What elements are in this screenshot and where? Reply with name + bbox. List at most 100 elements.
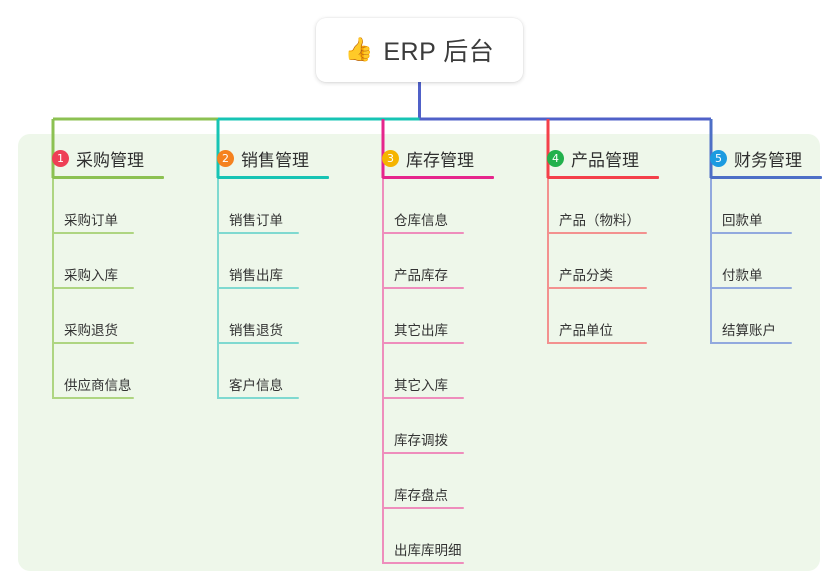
branch-underline-4 xyxy=(547,176,659,179)
list-item[interactable]: 回款单 xyxy=(692,179,822,234)
branch-spine-1 xyxy=(52,179,54,399)
list-item-label: 采购订单 xyxy=(64,213,118,228)
branch-column-3: 3 库存管理仓库信息产品库存其它出库其它入库库存调拨库存盘点出库库明细 xyxy=(364,146,524,564)
list-item[interactable]: 出库库明细 xyxy=(364,509,524,564)
branch-item-list-5: 回款单付款单结算账户 xyxy=(692,179,822,344)
branch-badge-2: 2 xyxy=(217,149,234,167)
branch-header-3[interactable]: 3 库存管理 xyxy=(364,146,524,170)
branch-underline-5 xyxy=(710,176,822,179)
list-item-label: 供应商信息 xyxy=(64,378,132,393)
list-item-underline xyxy=(382,397,464,399)
branch-title-4: 产品管理 xyxy=(571,150,639,170)
thumbs-up-icon: 👍 xyxy=(344,36,374,63)
list-item-label: 回款单 xyxy=(722,213,763,228)
list-item[interactable]: 销售订单 xyxy=(199,179,359,234)
list-item-label: 销售退货 xyxy=(229,323,283,338)
list-item-underline xyxy=(547,287,647,289)
branch-header-4[interactable]: 4 产品管理 xyxy=(529,146,689,170)
list-item[interactable]: 客户信息 xyxy=(199,344,359,399)
branch-title-1: 采购管理 xyxy=(76,150,144,170)
branch-title-2: 销售管理 xyxy=(241,150,309,170)
branch-title-3: 库存管理 xyxy=(406,150,474,170)
list-item[interactable]: 结算账户 xyxy=(692,289,822,344)
diagram-background-panel xyxy=(18,134,820,571)
list-item-underline xyxy=(217,287,299,289)
list-item[interactable]: 供应商信息 xyxy=(34,344,194,399)
branch-column-2: 2 销售管理销售订单销售出库销售退货客户信息 xyxy=(199,146,359,399)
branch-header-1[interactable]: 1 采购管理 xyxy=(34,146,194,170)
list-item[interactable]: 库存调拨 xyxy=(364,399,524,454)
list-item-underline xyxy=(382,232,464,234)
list-item[interactable]: 采购退货 xyxy=(34,289,194,344)
list-item-underline xyxy=(382,287,464,289)
branch-column-1: 1 采购管理采购订单采购入库采购退货供应商信息 xyxy=(34,146,194,399)
branch-spine-4 xyxy=(547,179,549,344)
branch-spine-5 xyxy=(710,179,712,344)
branch-underline-1 xyxy=(52,176,164,179)
list-item-label: 其它入库 xyxy=(394,378,448,393)
list-item[interactable]: 产品（物料） xyxy=(529,179,689,234)
list-item-underline xyxy=(547,342,647,344)
branch-badge-4: 4 xyxy=(547,149,564,167)
branch-item-list-2: 销售订单销售出库销售退货客户信息 xyxy=(199,179,359,399)
list-item[interactable]: 库存盘点 xyxy=(364,454,524,509)
list-item[interactable]: 产品库存 xyxy=(364,234,524,289)
list-item[interactable]: 销售出库 xyxy=(199,234,359,289)
list-item-underline xyxy=(382,342,464,344)
list-item-underline xyxy=(382,452,464,454)
list-item-underline xyxy=(710,232,792,234)
list-item[interactable]: 采购订单 xyxy=(34,179,194,234)
list-item[interactable]: 销售退货 xyxy=(199,289,359,344)
list-item-label: 产品分类 xyxy=(559,268,613,283)
list-item-label: 付款单 xyxy=(722,268,763,283)
list-item-underline xyxy=(52,342,134,344)
list-item-label: 库存盘点 xyxy=(394,488,448,503)
root-node[interactable]: 👍 ERP 后台 xyxy=(316,18,523,82)
list-item-underline xyxy=(52,287,134,289)
list-item-underline xyxy=(547,232,647,234)
list-item-underline xyxy=(217,232,299,234)
list-item[interactable]: 其它出库 xyxy=(364,289,524,344)
branch-underline-3 xyxy=(382,176,494,179)
branch-underline-2 xyxy=(217,176,329,179)
list-item-underline xyxy=(217,397,299,399)
list-item[interactable]: 采购入库 xyxy=(34,234,194,289)
branch-spine-3 xyxy=(382,179,384,564)
list-item-label: 其它出库 xyxy=(394,323,448,338)
list-item-label: 仓库信息 xyxy=(394,213,448,228)
list-item-label: 产品（物料） xyxy=(559,213,640,228)
list-item-underline xyxy=(52,397,134,399)
branch-header-2[interactable]: 2 销售管理 xyxy=(199,146,359,170)
list-item-label: 采购退货 xyxy=(64,323,118,338)
list-item-underline xyxy=(710,287,792,289)
list-item-label: 产品单位 xyxy=(559,323,613,338)
list-item-underline xyxy=(217,342,299,344)
branch-spine-2 xyxy=(217,179,219,399)
page-title: ERP 后台 xyxy=(383,38,495,66)
list-item-label: 客户信息 xyxy=(229,378,283,393)
list-item-label: 结算账户 xyxy=(722,323,776,338)
list-item-label: 出库库明细 xyxy=(394,543,462,558)
list-item[interactable]: 产品单位 xyxy=(529,289,689,344)
branch-column-4: 4 产品管理产品（物料） 产品分类产品单位 xyxy=(529,146,689,344)
list-item-label: 库存调拨 xyxy=(394,433,448,448)
list-item[interactable]: 付款单 xyxy=(692,234,822,289)
list-item-label: 产品库存 xyxy=(394,268,448,283)
branch-title-5: 财务管理 xyxy=(734,150,802,170)
list-item-label: 销售出库 xyxy=(229,268,283,283)
list-item-underline xyxy=(710,342,792,344)
branch-badge-3: 3 xyxy=(382,149,399,167)
list-item-underline xyxy=(382,562,464,564)
list-item-label: 销售订单 xyxy=(229,213,283,228)
branch-badge-1: 1 xyxy=(52,149,69,167)
list-item[interactable]: 产品分类 xyxy=(529,234,689,289)
list-item[interactable]: 其它入库 xyxy=(364,344,524,399)
branch-item-list-1: 采购订单采购入库采购退货供应商信息 xyxy=(34,179,194,399)
list-item[interactable]: 仓库信息 xyxy=(364,179,524,234)
root-node-content: 👍 ERP 后台 xyxy=(345,32,495,68)
list-item-label: 采购入库 xyxy=(64,268,118,283)
